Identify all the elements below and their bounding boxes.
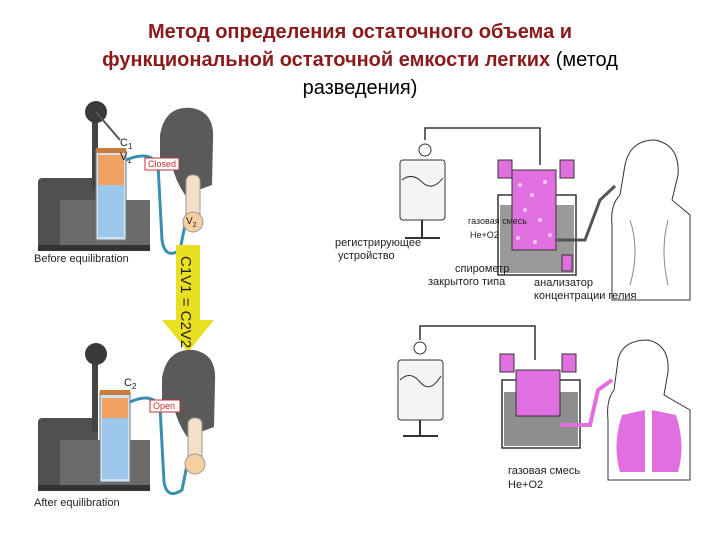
- breathing-tube-bottom: [129, 396, 189, 496]
- svg-text:V2: V2: [186, 216, 197, 229]
- spirometer-pole: [92, 110, 98, 190]
- title-line-2-normal: (метод: [550, 49, 618, 71]
- head-silhouette: [160, 107, 214, 195]
- c2-label: C: [124, 377, 132, 389]
- recorder-drum-bottom: [397, 359, 444, 421]
- title-line-2-bold: функциональной остаточной емкости легких: [102, 49, 551, 71]
- valve-closed-box: [144, 157, 180, 171]
- analyzer-label-2: концентрации гелия: [534, 290, 637, 302]
- c1-label: C: [120, 137, 128, 149]
- page-title: Метод определения остаточного объема и ф…: [20, 18, 700, 102]
- gas-mix-label-bottom: газовая смесь: [508, 465, 580, 477]
- person-outline: [611, 139, 691, 301]
- valve-open-label: Open: [153, 401, 175, 411]
- lungs-filled: [616, 410, 682, 472]
- valve-open-box: [149, 399, 181, 413]
- analyzer-label-1: анализатор: [534, 277, 593, 289]
- gas-mix-label-top: газовая смесь: [468, 216, 527, 226]
- closed-spirometer-bottom: газовая смесь He+O2: [397, 325, 691, 491]
- spirometer-label-1: спирометр: [455, 263, 509, 275]
- gas-formula-bottom: He+O2: [508, 479, 543, 491]
- svg-text:V1: V1: [120, 151, 132, 165]
- valve-closed-label: Closed: [148, 159, 176, 169]
- bell-water: [98, 185, 124, 237]
- v1-sub: 1: [127, 156, 132, 165]
- v1-label: V: [120, 151, 128, 163]
- helium-analyzer: [561, 254, 573, 272]
- recorder-drum: [399, 159, 446, 221]
- head-silhouette-bottom: [162, 349, 216, 437]
- pulley-bottom: [85, 343, 107, 365]
- v2-sub: 2: [193, 222, 197, 229]
- c2-sub: 2: [132, 382, 137, 391]
- breathing-tube: [125, 154, 187, 255]
- v2-label: V: [186, 216, 193, 227]
- recorder-label-2: устройство: [338, 250, 395, 262]
- bell-gas: [98, 155, 124, 185]
- title-line-1: Метод определения остаточного объема и: [147, 21, 573, 43]
- title-line-2: функциональной остаточной емкости легких…: [20, 46, 700, 74]
- after-caption: After equilibration: [34, 497, 120, 509]
- equation-label: C1V1 = C2V2: [177, 256, 194, 348]
- title-line-3: разведения): [302, 77, 418, 99]
- equilibration-arrow: C1V1 = C2V2: [162, 245, 214, 352]
- svg-text:C1: C1: [120, 137, 133, 151]
- before-caption: Before equilibration: [34, 253, 129, 265]
- c1-sub: 1: [128, 142, 133, 151]
- spirometer-label-2: закрытого типа: [428, 276, 506, 288]
- closed-spirometer-top: газовая смесь He+O2 регистрирующее устро…: [335, 127, 691, 302]
- before-equilibration-panel: C1 V1 V2 Closed Before equilibration: [34, 101, 214, 265]
- svg-text:C2: C2: [124, 377, 137, 391]
- gas-formula-top: He+O2: [470, 230, 499, 240]
- after-equilibration-panel: C2 Open After equilibration: [34, 343, 216, 509]
- recorder-label-1: регистрирующее: [335, 237, 421, 249]
